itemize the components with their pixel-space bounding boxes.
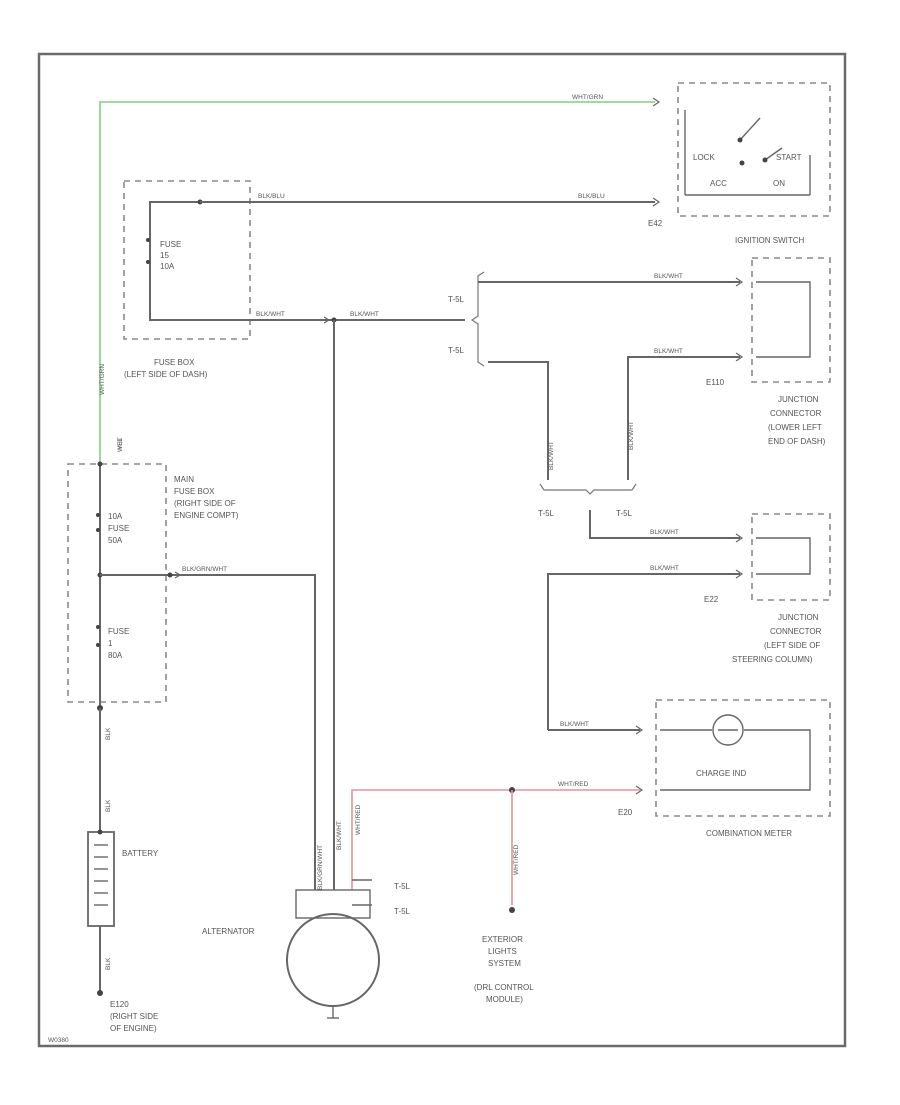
exterior-lights-system: EXTERIOR LIGHTS SYSTEM (DRL CONTROL MODU… <box>474 935 534 1004</box>
fuse-box: FUSE 15 10A FUSE BOX (LEFT SIDE OF DASH) <box>123 180 251 379</box>
ext-lights-line2: LIGHTS <box>488 947 517 956</box>
ext-lights-line4: (DRL CONTROL <box>474 983 534 992</box>
alt-vert-2-label: BLK/WHT <box>336 821 343 850</box>
batt-mid-label: BLK <box>105 799 112 812</box>
ext-lights-line3: SYSTEM <box>488 959 521 968</box>
bottom-right-splice-label: T-5L <box>616 509 633 518</box>
ground-line3: OF ENGINE) <box>110 1024 157 1033</box>
alt-splice-bottom-label: T-5L <box>394 907 411 916</box>
fuse15-line1: FUSE <box>160 240 181 249</box>
fuse-a-line2: FUSE <box>108 524 129 533</box>
jc2-bottom-wire-label: BLK/WHT <box>650 565 679 572</box>
jc2-connector-id: E22 <box>704 595 719 604</box>
main-fuse-box-label-2: FUSE BOX <box>174 487 215 496</box>
charge-ind-lamp <box>712 714 744 746</box>
fuse-top-label: WHT <box>117 437 124 452</box>
ignition-connector-id: E42 <box>648 219 663 228</box>
jc1-label-1: JUNCTION <box>778 395 819 404</box>
fuse15-line2: 15 <box>160 251 169 260</box>
junction-connector-1: E110 JUNCTION CONNECTOR (LOWER LEFT END … <box>706 257 831 446</box>
vert-right-label: BLK/WHT <box>628 421 635 450</box>
jc2-top-wire-label: BLK/WHT <box>650 529 679 536</box>
blk-blu-label-right: BLK/BLU <box>578 193 605 200</box>
main-feed-label: BLK/GRN/WHT <box>182 566 227 573</box>
green-ign-wire: WHT/GRN WHT/GRN WHT <box>99 94 661 462</box>
junction-connector-2: BLK/WHT BLK/WHT E22 JUNCTION CONNECTOR (… <box>547 510 831 730</box>
ext-lights-line1: EXTERIOR <box>482 935 523 944</box>
jc1-label-4: END OF DASH) <box>768 437 826 446</box>
alt-vert-1-label: BLK/GRN/WHT <box>317 845 324 890</box>
jc1-label-2: CONNECTOR <box>770 409 822 418</box>
ignition-pos-lock: LOCK <box>693 153 715 162</box>
ignition-pos-acc: ACC <box>710 179 727 188</box>
blk-wht-fuse-out: BLK/WHT BLK/WHT <box>200 311 465 890</box>
blk-blu-wire: BLK/BLU BLK/BLU <box>200 193 661 207</box>
fuse-box-label-1: FUSE BOX <box>154 358 195 367</box>
ground-line2: (RIGHT SIDE <box>110 1012 158 1021</box>
combination-meter: BLK/WHT CHARGE IND E20 COMBINATION METER <box>548 699 831 838</box>
vert-left-label: BLK/WHT <box>548 441 555 470</box>
jc1-splice-bottom-label: T-5L <box>448 346 465 355</box>
charge-signal-wire: WHT/RED WHT/RED WHT/RED <box>351 781 644 913</box>
jc1-splice-top-label: T-5L <box>448 295 465 304</box>
main-fuse-box: 10A FUSE 50A FUSE 1 80A MAIN FUSE BOX (R… <box>67 461 239 711</box>
ext-lights-line5: MODULE) <box>486 995 523 1004</box>
jc2-label-2: CONNECTOR <box>770 627 822 636</box>
fuse-b-line2: 1 <box>108 639 113 648</box>
blk-blu-label-left: BLK/BLU <box>258 193 285 200</box>
charge-signal-label: WHT/RED <box>558 781 589 788</box>
battery: BATTERY BLK BLK BLK YEL <box>87 437 159 996</box>
charge-ind-label: CHARGE IND <box>696 769 746 778</box>
alt-vert-3-label: WHT/RED <box>355 804 362 835</box>
main-feed-wire: BLK/GRN/WHT BLK/GRN/WHT BLK/WHT <box>100 566 343 890</box>
ignition-switch: LOCK ACC ON START IGNITION SWITCH E42 <box>648 82 831 245</box>
jc1-splice: T-5L T-5L BLK/WHT BLK/WHT BLK/WHT BLK/WH… <box>448 271 744 518</box>
main-fuse-box-label-3: (RIGHT SIDE OF <box>174 499 236 508</box>
batt-upper-label: BLK <box>105 727 112 740</box>
fuse-out-label-left: BLK/WHT <box>256 311 285 318</box>
fuse15-line3: 10A <box>160 262 175 271</box>
jc2-label-1: JUNCTION <box>778 613 819 622</box>
green-vertical-label: WHT/GRN <box>99 364 106 395</box>
ground-id: E120 <box>110 1000 129 1009</box>
jc1-connector-id: E110 <box>706 378 725 387</box>
jc1-top-wire-label: BLK/WHT <box>654 273 683 280</box>
batt-lower-label: BLK <box>105 957 112 970</box>
ignition-pos-on: ON <box>773 179 785 188</box>
fuse-out-label-right: BLK/WHT <box>350 311 379 318</box>
alternator: ALTERNATOR <box>202 889 380 1019</box>
jc1-bottom-wire-label: BLK/WHT <box>654 348 683 355</box>
fuse-b-line3: 80A <box>108 651 123 660</box>
bottom-left-splice-label: T-5L <box>538 509 555 518</box>
ignition-pos-start: START <box>776 153 802 162</box>
alt-splice: T-5L T-5L <box>352 879 411 916</box>
alternator-label: ALTERNATOR <box>202 927 255 936</box>
jc2-label-3: (LEFT SIDE OF <box>764 641 820 650</box>
fuse-box-label-2: (LEFT SIDE OF DASH) <box>124 370 208 379</box>
alt-splice-top-label: T-5L <box>394 882 411 891</box>
drl-wire-label: WHT/RED <box>513 844 520 875</box>
meter-in-wire-label: BLK/WHT <box>560 721 589 728</box>
fuse-a-line3: 50A <box>108 536 123 545</box>
ignition-switch-label: IGNITION SWITCH <box>735 236 805 245</box>
main-fuse-box-label-1: MAIN <box>174 475 194 484</box>
meter-connector-id: E20 <box>618 808 633 817</box>
combination-meter-label: COMBINATION METER <box>706 829 792 838</box>
ground-e120: E120 (RIGHT SIDE OF ENGINE) <box>110 1000 158 1033</box>
fuse-b-line1: FUSE <box>108 627 129 636</box>
diagram-frame <box>37 52 847 1048</box>
battery-label: BATTERY <box>122 849 159 858</box>
jc1-label-3: (LOWER LEFT <box>768 423 822 432</box>
ye-label: YEL <box>117 437 124 450</box>
ign-feed-label: WHT/GRN <box>572 94 603 101</box>
footer-code: W0380 <box>48 1037 69 1044</box>
main-fuse-box-label-4: ENGINE COMPT) <box>174 511 239 520</box>
fuse-a-line1: 10A <box>108 512 123 521</box>
jc2-label-4: STEERING COLUMN) <box>732 655 813 664</box>
